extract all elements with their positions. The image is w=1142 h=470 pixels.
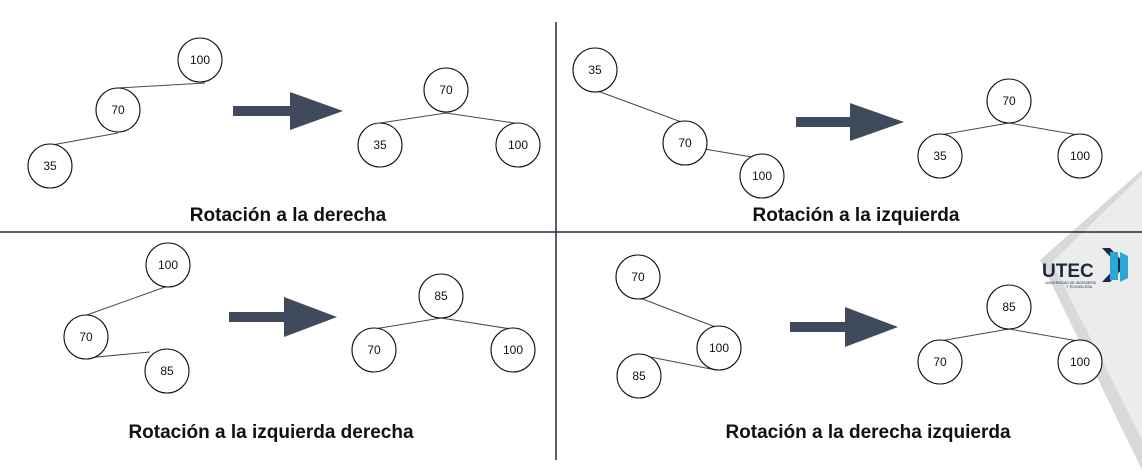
caption: Rotación a la izquierda	[753, 205, 960, 226]
edge	[639, 297, 719, 329]
svg-text:Y TECNOLOGÍA: Y TECNOLOGÍA	[1066, 285, 1093, 289]
svg-text:35: 35	[933, 149, 947, 163]
panel-left-rotation: 35 70 100 70 35 100 Rotación a la izquie…	[572, 47, 1103, 226]
caption: Rotación a la derecha	[190, 205, 387, 226]
edge	[939, 328, 1010, 342]
svg-text:100: 100	[1070, 355, 1090, 369]
caption: Rotación a la derecha izquierda	[725, 422, 1011, 443]
tree-node: 70	[423, 67, 469, 113]
tree-node: 70	[917, 339, 963, 385]
edge	[1008, 122, 1079, 136]
svg-text:100: 100	[503, 343, 523, 357]
edge	[83, 286, 166, 317]
edge	[379, 112, 447, 124]
edge	[445, 112, 515, 124]
svg-text:35: 35	[43, 159, 57, 173]
tree-node: 100	[1057, 339, 1103, 385]
edge	[117, 82, 206, 89]
utec-logo: UTEC UNIVERSIDAD DE INGENIERÍA Y TECNOLO…	[1042, 248, 1128, 289]
svg-text:UTEC: UTEC	[1042, 261, 1094, 282]
edge	[440, 317, 512, 330]
tree-node: 85	[616, 353, 662, 399]
tree-node: 100	[1057, 133, 1103, 179]
corner-decoration-inner	[1052, 175, 1142, 440]
svg-text:100: 100	[752, 169, 772, 183]
svg-text:100: 100	[1070, 149, 1090, 163]
edge	[85, 351, 151, 359]
panel-right-left-rotation: 70 100 85 85 70 100 Rotación a la derech…	[615, 254, 1103, 443]
svg-text:100: 100	[158, 258, 178, 272]
panel-right-rotation: 100 70 35 70 35 100 Rotación a la derech…	[27, 37, 541, 226]
tree-node: 85	[986, 284, 1032, 330]
edge	[639, 354, 717, 371]
panel-left-right-rotation: 100 70 85 85 70 100 Rotación a la izquie…	[63, 242, 536, 443]
svg-text:100: 100	[190, 53, 210, 67]
svg-text:70: 70	[79, 330, 93, 344]
tree-node: 70	[95, 87, 141, 133]
svg-text:100: 100	[508, 138, 528, 152]
tree-node: 100	[490, 327, 536, 373]
arrow-icon	[790, 307, 898, 347]
svg-text:70: 70	[933, 355, 947, 369]
svg-text:70: 70	[439, 83, 453, 97]
utec-mark-icon	[1102, 248, 1128, 282]
edge	[1008, 328, 1079, 342]
svg-text:70: 70	[111, 103, 125, 117]
arrow-icon	[233, 92, 343, 130]
svg-text:UNIVERSIDAD DE INGENIERÍA: UNIVERSIDAD DE INGENIERÍA	[1045, 281, 1097, 285]
tree-node: 35	[27, 143, 73, 189]
svg-text:70: 70	[678, 136, 692, 150]
tree-node: 85	[144, 348, 190, 394]
arrow-icon	[229, 297, 337, 337]
tree-node: 100	[177, 37, 223, 83]
svg-text:85: 85	[1002, 300, 1016, 314]
edge	[373, 317, 442, 330]
tree-node: 35	[917, 133, 963, 179]
svg-text:35: 35	[588, 63, 602, 77]
tree-node: 70	[662, 120, 708, 166]
arrow-icon	[796, 103, 904, 141]
svg-text:35: 35	[373, 138, 387, 152]
svg-text:85: 85	[632, 369, 646, 383]
edge	[51, 132, 119, 146]
caption: Rotación a la izquierda derecha	[128, 422, 414, 443]
tree-node: 70	[63, 314, 109, 360]
tree-node: 70	[615, 254, 661, 300]
svg-text:70: 70	[367, 343, 381, 357]
tree-node: 100	[495, 122, 541, 168]
tree-node: 70	[986, 78, 1032, 124]
tree-node: 85	[418, 273, 464, 319]
edge	[594, 89, 685, 124]
edge	[939, 122, 1010, 136]
tree-node: 35	[572, 47, 618, 93]
tree-node: 35	[357, 122, 403, 168]
tree-node: 70	[351, 327, 397, 373]
svg-text:85: 85	[160, 364, 174, 378]
tree-node: 100	[696, 325, 742, 371]
svg-text:70: 70	[1002, 94, 1016, 108]
tree-node: 100	[739, 153, 785, 199]
svg-text:100: 100	[709, 341, 729, 355]
tree-node: 100	[145, 242, 191, 288]
svg-text:85: 85	[434, 289, 448, 303]
svg-text:70: 70	[631, 270, 645, 284]
